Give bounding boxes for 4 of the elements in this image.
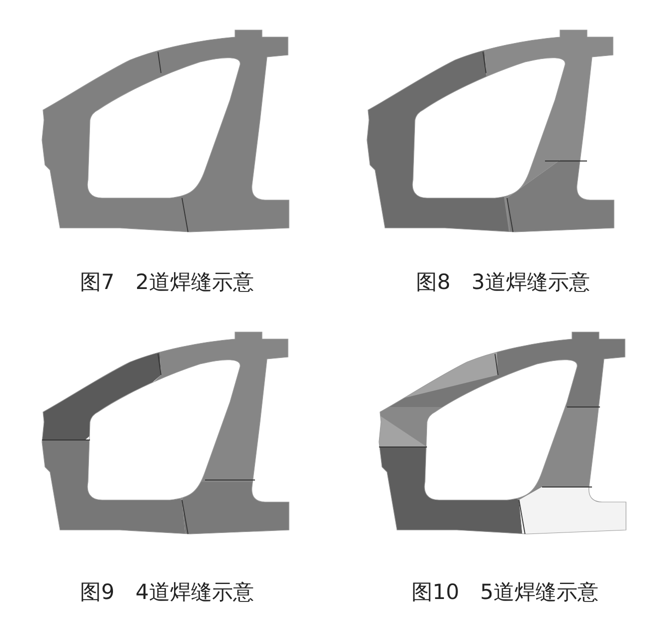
figure-caption: 图9 4道焊缝示意 [80,579,254,606]
figure-caption: 图8 3道焊缝示意 [416,269,590,296]
figure-caption: 图7 2道焊缝示意 [80,269,254,296]
figure-caption: 图10 5道焊缝示意 [411,579,599,606]
